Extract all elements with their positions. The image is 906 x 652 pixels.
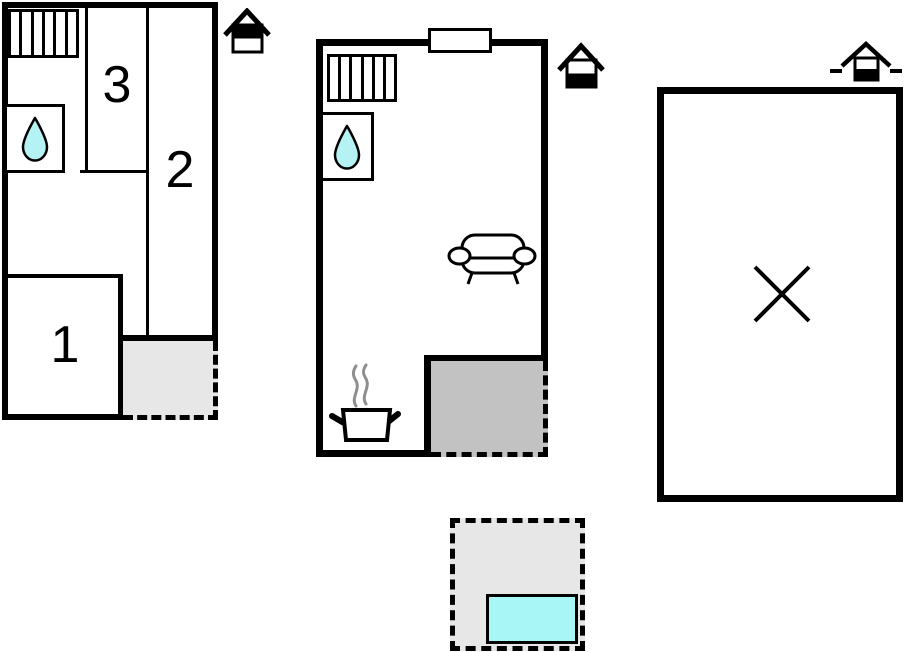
left-plan-wall-bottom — [2, 414, 125, 420]
left-plan-terrace-wall-top — [118, 335, 218, 341]
shower-box — [320, 112, 374, 181]
shower-box — [4, 104, 65, 173]
water-drop-icon — [21, 116, 48, 162]
left-plan-wall-top — [2, 2, 218, 8]
steam-line — [351, 364, 359, 408]
house-icon-right-plan — [830, 40, 902, 82]
pool-icon — [486, 594, 578, 644]
room-label-3: 3 — [102, 56, 132, 114]
cross-icon — [753, 265, 811, 323]
room-label-2: 2 — [165, 141, 195, 199]
left-plan-inner-wall-room3-bottom — [80, 170, 149, 173]
middle-plan-wall-bottom — [316, 450, 431, 457]
left-plan-wall-right — [212, 2, 218, 341]
house-icon-left-plan — [223, 8, 271, 54]
sofa-icon — [447, 233, 537, 285]
right-plan-outline — [657, 87, 903, 502]
steam-line — [361, 363, 369, 406]
middle-plan-terrace-wall-top — [424, 355, 548, 361]
window — [428, 28, 492, 53]
room-label-1: 1 — [50, 316, 80, 374]
left-plan-inner-wall-room3-left — [85, 8, 88, 173]
cooking-pot-icon — [329, 363, 401, 442]
middle-plan-wall-right — [541, 39, 548, 361]
left-plan-room1-wall-top — [2, 274, 122, 278]
middle-plan-terrace — [431, 361, 548, 457]
left-plan-room1-wall-right — [118, 274, 123, 420]
radiator-icon — [8, 9, 79, 58]
water-drop-icon — [333, 124, 361, 170]
left-plan-terrace — [123, 341, 218, 420]
left-plan-wall-left — [2, 2, 8, 420]
left-plan-inner-wall-room2-left — [146, 8, 149, 338]
house-icon-middle-plan — [557, 42, 605, 89]
middle-plan-terrace-wall-left — [424, 355, 431, 457]
radiator-icon — [327, 54, 397, 102]
middle-plan-wall-left — [316, 39, 323, 457]
